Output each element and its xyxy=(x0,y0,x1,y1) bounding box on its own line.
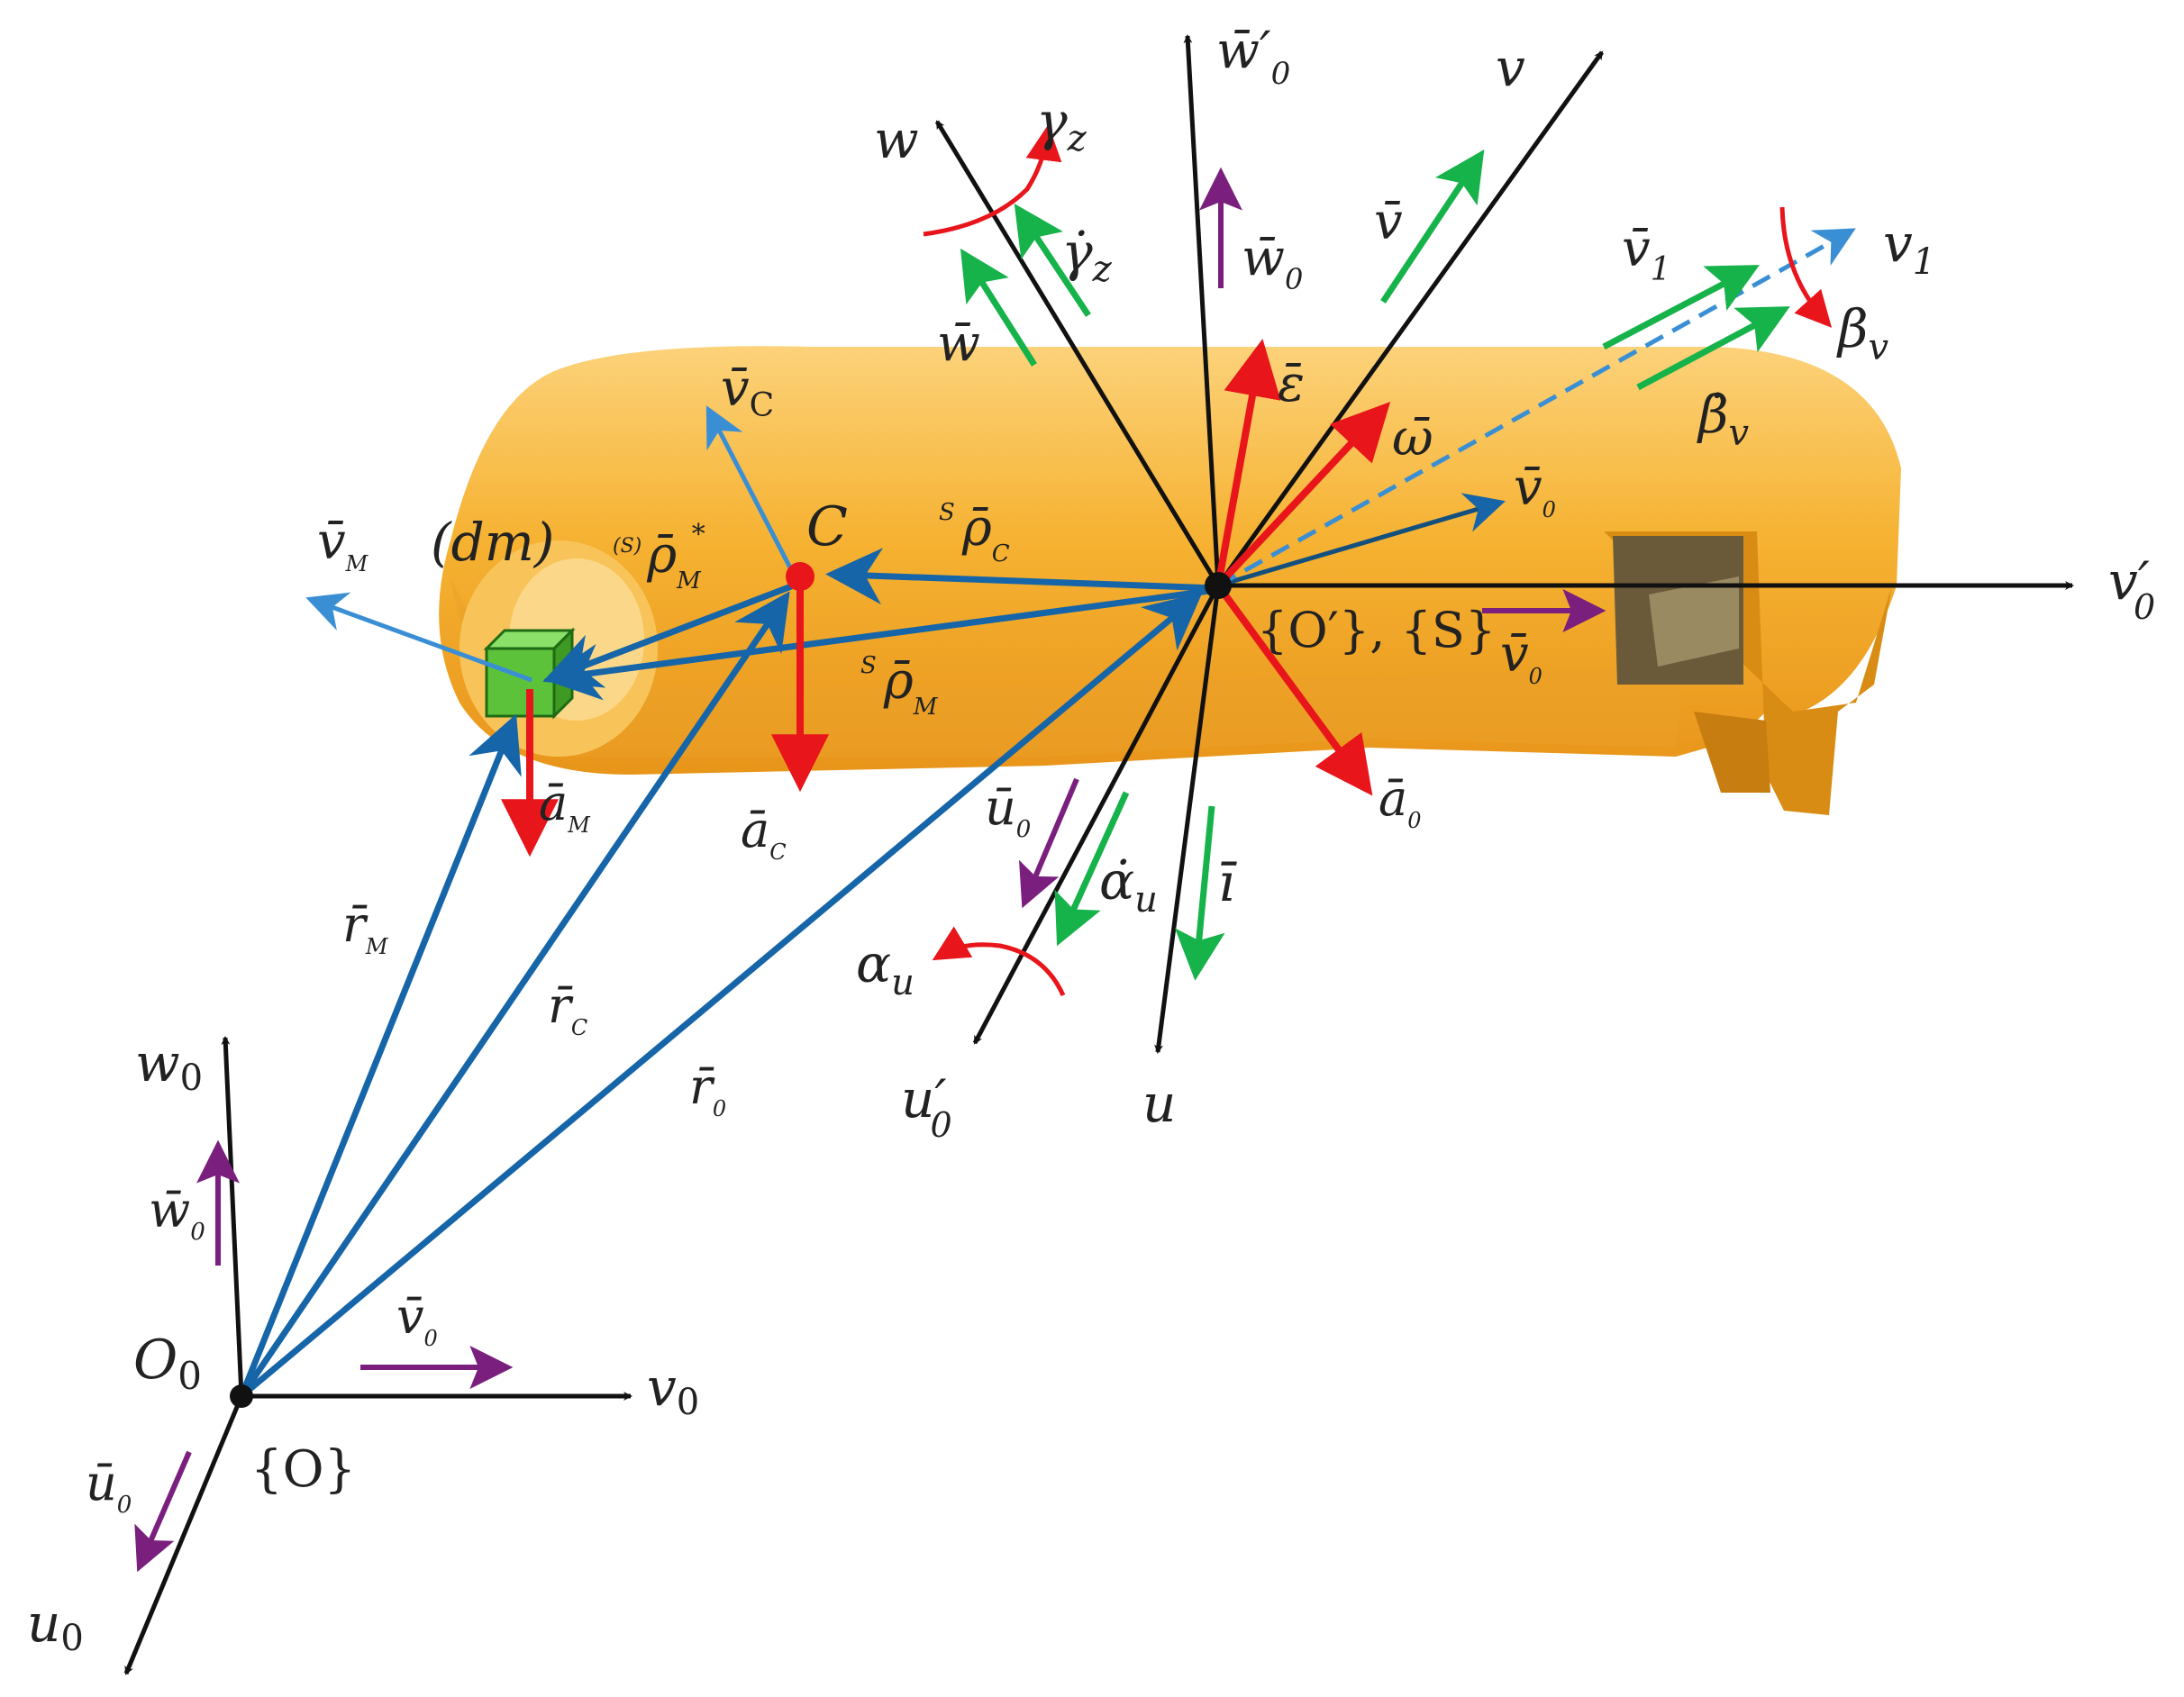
label-w-bar: w̄ xyxy=(937,314,980,373)
label-alpha-u-dot: α̇u xyxy=(1099,850,1158,921)
vector-u0-bar-ground xyxy=(134,1450,192,1573)
label-aM: āM xyxy=(539,775,591,838)
label-gamma-z-dot: γ̇z xyxy=(1061,222,1113,290)
label-u0-bar-ground: ū0 xyxy=(86,1455,132,1519)
vector-v-bar xyxy=(1380,150,1485,304)
position-vectors xyxy=(238,548,1220,1400)
rotation-beta-v xyxy=(1779,206,1833,328)
label-v: v xyxy=(1496,37,1525,98)
axis-w xyxy=(934,120,1221,587)
label-aC: āC xyxy=(741,802,787,865)
vector-alpha-u-dot xyxy=(1054,791,1130,947)
label-v0-prime: v′0 xyxy=(2108,550,2155,627)
acceleration-vectors xyxy=(501,124,1833,997)
label-a0: ā0 xyxy=(1379,770,1421,833)
axis-u xyxy=(1154,585,1221,1054)
clevis-lower xyxy=(1694,712,1770,793)
link-slot-inner xyxy=(1649,576,1739,667)
label-w: w xyxy=(874,109,919,170)
label-u0-bar-body: ū0 xyxy=(985,779,1031,843)
axis-u0-prime xyxy=(972,584,1221,1045)
label-w0: w0 xyxy=(135,1032,203,1099)
link-body-top xyxy=(439,346,1902,775)
label-v0: v0 xyxy=(647,1357,699,1423)
label-beta-v-dot: β̇v xyxy=(1697,384,1750,454)
origin-O-prime xyxy=(1205,572,1232,599)
velocity-vectors-green xyxy=(960,150,1790,981)
vector-rhoM xyxy=(543,586,1220,701)
vector-rhoM-star xyxy=(542,580,802,688)
label-u: u xyxy=(1142,1073,1176,1134)
label-v0-bar-purple: v̄0 xyxy=(1500,625,1542,689)
label-frame-O: {O} xyxy=(250,1440,356,1499)
rotation-alpha-u xyxy=(932,926,1066,997)
label-frame-Oprime-S: {O′}, {S} xyxy=(1257,602,1496,658)
label-rM: r̄M xyxy=(342,896,389,959)
label-rhoM-star: (S)ρ̄M* xyxy=(613,519,705,594)
axis-w0 xyxy=(221,1036,244,1397)
label-gamma-z: γz xyxy=(1036,91,1087,159)
label-w0-prime: w̄′0 xyxy=(1216,22,1290,92)
vector-i-bar xyxy=(1174,805,1225,981)
label-w0-bar-body: w̄0 xyxy=(1242,229,1303,296)
vector-epsilon xyxy=(1215,339,1281,586)
label-u0-prime: u′0 xyxy=(901,1068,952,1145)
point-C xyxy=(786,562,814,591)
label-C: C xyxy=(806,495,848,558)
label-i-bar: ī xyxy=(1218,852,1237,913)
vector-rM xyxy=(238,713,522,1400)
label-v0-bar-body: v̄0 xyxy=(1514,458,1556,522)
vector-u0-bar-body xyxy=(1018,777,1079,909)
vector-v0-body xyxy=(1217,493,1506,588)
vector-rC xyxy=(238,591,790,1400)
axis-w0-prime xyxy=(1183,34,1221,586)
label-v1: v1 xyxy=(1883,213,1935,283)
vector-a0 xyxy=(1215,583,1373,796)
labels: w γz γ̇z w̄ w̄′0 w̄0 v v̄ v̄1 v1 βv β̇v … xyxy=(27,22,2155,1659)
vector-gamma-z-dot xyxy=(1014,204,1091,317)
link-clevis xyxy=(1604,531,1892,815)
label-omega: ω̄ xyxy=(1392,409,1433,467)
axes-moving-frame xyxy=(934,34,2074,1054)
label-vC: v̄C xyxy=(721,359,774,424)
vector-beta-v-dot xyxy=(1636,306,1790,391)
label-O0: O0 xyxy=(133,1329,202,1398)
vector-r0 xyxy=(238,592,1203,1400)
label-w0-bar-ground: w̄0 xyxy=(149,1182,205,1246)
vector-rhoC xyxy=(825,548,1220,605)
label-v-bar: v̄ xyxy=(1374,193,1403,251)
vector-w-bar xyxy=(960,248,1037,367)
label-dm: (dm) xyxy=(431,512,554,573)
axis-v xyxy=(1215,50,1605,587)
label-beta-v: βv xyxy=(1836,298,1889,368)
rotation-gamma-z xyxy=(923,124,1062,237)
vector-v1-bar xyxy=(1602,265,1760,350)
axes-ground-frame xyxy=(123,1036,632,1675)
label-v1-bar: v̄1 xyxy=(1622,220,1671,288)
link-body-side xyxy=(450,576,1685,757)
label-rC: r̄C xyxy=(548,977,587,1040)
vector-vC xyxy=(705,405,797,578)
axis-u0 xyxy=(123,1395,244,1675)
vector-vM xyxy=(305,592,532,683)
label-vM: v̄M xyxy=(317,513,369,576)
link-body xyxy=(439,346,1902,815)
vector-omega xyxy=(1215,401,1391,588)
label-r0: r̄0 xyxy=(689,1058,726,1121)
label-v0-bar-ground: v̄0 xyxy=(396,1288,438,1351)
label-epsilon: ε̄ xyxy=(1278,355,1305,413)
velocity-vectors-purple xyxy=(134,167,1606,1573)
origin-O0 xyxy=(230,1384,253,1408)
label-alpha-u: αu xyxy=(856,933,915,1003)
label-u0: u0 xyxy=(27,1593,84,1659)
